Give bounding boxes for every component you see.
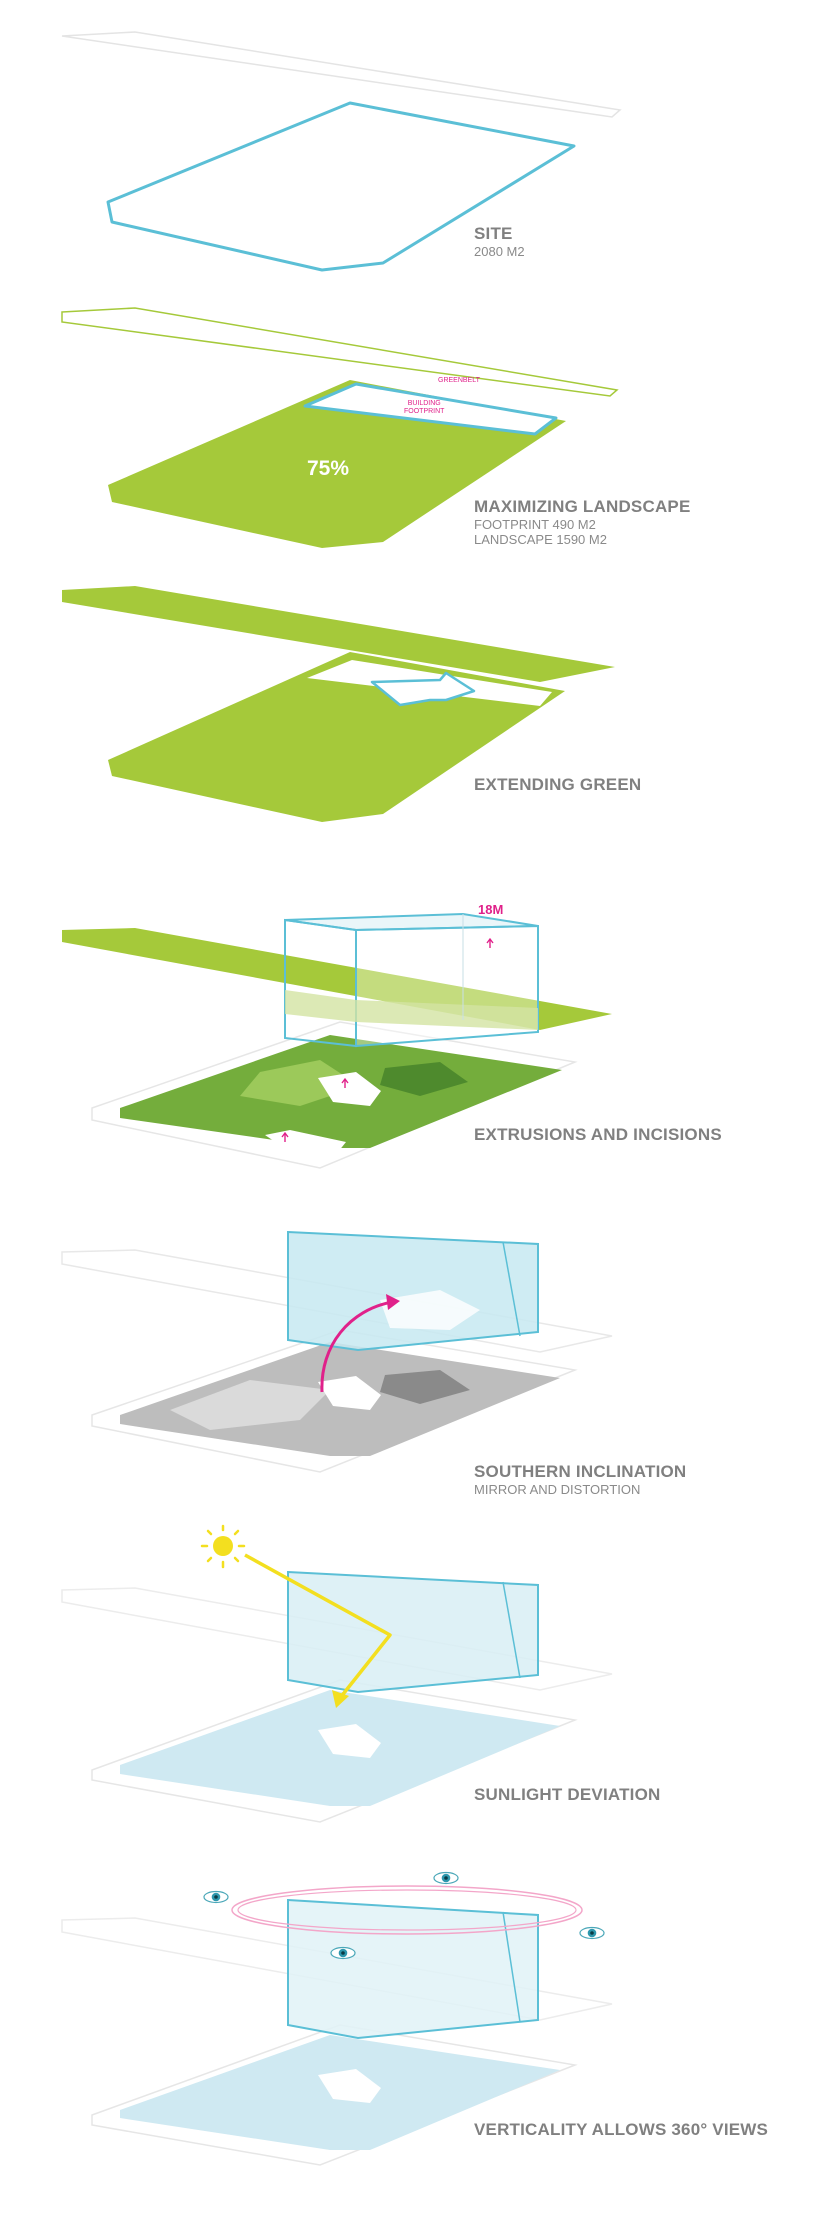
eye-icon: [330, 1946, 356, 1960]
view-ring-inner: [237, 1889, 577, 1931]
eye-icon: [579, 1926, 605, 1940]
sunlight-ray-head: [332, 1690, 349, 1708]
step-southern-inclination: SOUTHERN INCLINATION MIRROR AND DISTORTI…: [0, 1210, 818, 1510]
caption-title: SUNLIGHT DEVIATION: [474, 1785, 661, 1804]
greenbelt-outline: [61, 307, 619, 397]
caption-verticality: VERTICALITY ALLOWS 360° VIEWS: [474, 2120, 768, 2140]
caption-subtitle: MIRROR AND DISTORTION: [474, 1482, 641, 1497]
arrow-up-icon: [486, 937, 494, 948]
context-outline-top: [61, 1917, 613, 2021]
caption-sunlight: SUNLIGHT DEVIATION: [474, 1785, 661, 1805]
eye-icon: [203, 1890, 229, 1904]
caption-subtitle-1: FOOTPRINT 490 M2: [474, 517, 596, 532]
reflected-patch: [318, 2069, 381, 2103]
incision-void: [318, 1072, 381, 1106]
view-ring: [231, 1885, 583, 1935]
caption-title: MAXIMIZING LANDSCAPE: [474, 497, 691, 516]
step-site: SITE 2080 M2: [0, 0, 818, 290]
volume-side: [287, 1570, 539, 1694]
arrow-up-icon: [341, 1077, 349, 1088]
volume-side: [287, 1898, 539, 2040]
building-footprint-label: BUILDING FOOTPRINT: [404, 400, 444, 416]
gray-dark-patch: [380, 1370, 470, 1404]
context-outline-top: [61, 1587, 613, 1691]
extending-green-drawing: [62, 586, 615, 822]
building-footprint-outline: [303, 382, 558, 436]
verticality-drawing: [61, 1871, 613, 2166]
extrusions-drawing: [62, 912, 612, 1169]
context-outline-top: [61, 1249, 613, 1353]
landscape-drawing: [61, 307, 619, 548]
height-label: 18M: [478, 902, 504, 917]
landscape-shadow-patch: [380, 1062, 468, 1096]
caption-site: SITE 2080 M2: [474, 224, 525, 259]
step-extending-green: EXTENDING GREEN: [0, 570, 818, 850]
caption-title: VERTICALITY ALLOWS 360° VIEWS: [474, 2120, 769, 2139]
volume-side: [287, 1230, 539, 1352]
caption-title: EXTENDING GREEN: [474, 775, 642, 794]
sunlight-drawing: [61, 1524, 613, 1823]
context-outline: [61, 31, 622, 118]
landscape-percent: 75%: [307, 457, 350, 480]
building-footprint-label-line-1: BUILDING: [407, 400, 441, 407]
building-footprint-label-line-2: FOOTPRINT: [404, 408, 445, 415]
caption-extrusions: EXTRUSIONS AND INCISIONS: [474, 1125, 722, 1145]
green-shift-arrow: [370, 671, 476, 707]
arrow-up-icon: [281, 1131, 289, 1142]
greenbelt-label: GREENBELT: [438, 377, 480, 384]
incision-void: [318, 1376, 381, 1410]
volume-edge: [502, 1241, 521, 1337]
caption-inclination: SOUTHERN INCLINATION MIRROR AND DISTORTI…: [474, 1462, 686, 1497]
sun-icon: [200, 1524, 246, 1569]
caption-title: SITE: [474, 224, 513, 243]
volume-edge: [502, 1581, 521, 1679]
caption-subtitle: 2080 M2: [474, 244, 525, 259]
inclination-drawing: [61, 1230, 613, 1473]
volume-mirror-patch: [380, 1290, 480, 1330]
volume-green-overlap: [285, 990, 538, 1030]
site-outline: [106, 101, 576, 272]
curved-arrow-icon: [320, 1300, 393, 1393]
step-extrusions: 18M EXTRUSIONS AND INCISIONS: [0, 880, 818, 1190]
caption-extending: EXTENDING GREEN: [474, 775, 641, 795]
site-drawing: [61, 31, 622, 272]
step-maximizing-landscape: 75% GREENBELT BUILDING FOOTPRINT MAXIMIZ…: [0, 290, 818, 570]
caption-subtitle-2: LANDSCAPE 1590 M2: [474, 532, 607, 547]
eye-icon: [433, 1871, 459, 1885]
step-sunlight-deviation: SUNLIGHT DEVIATION: [0, 1524, 818, 1860]
green-belt-strip: [62, 928, 612, 1030]
caption-maximizing: MAXIMIZING LANDSCAPE FOOTPRINT 490 M2 LA…: [474, 497, 691, 547]
step-verticality: VERTICALITY ALLOWS 360° VIEWS: [0, 1860, 818, 2219]
green-belt-extended: [62, 586, 615, 682]
caption-title: SOUTHERN INCLINATION: [474, 1462, 687, 1481]
caption-title: EXTRUSIONS AND INCISIONS: [474, 1125, 722, 1144]
reflected-patch: [318, 1724, 381, 1758]
gray-light-patch: [170, 1380, 330, 1430]
sunlight-ray: [244, 1553, 392, 1700]
curved-arrow-head: [386, 1294, 400, 1310]
